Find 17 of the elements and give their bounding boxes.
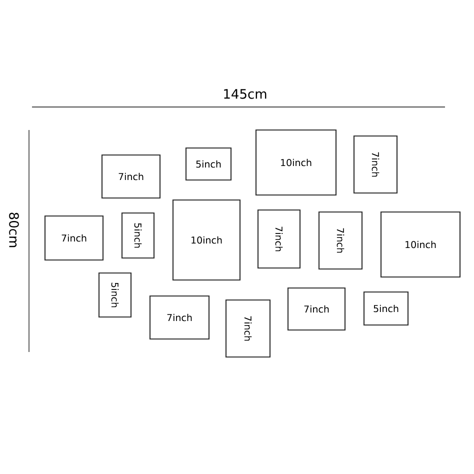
frame-box: 7inch <box>149 295 210 340</box>
frame-box: 7inch <box>287 287 346 331</box>
frame-box: 5inch <box>363 291 409 326</box>
frame-box: 7inch <box>225 299 271 358</box>
frame-box: 5inch <box>121 212 155 259</box>
frame-box: 7inch <box>318 211 363 270</box>
frame-box: 5inch <box>185 147 232 181</box>
frame-box: 7inch <box>101 154 161 199</box>
frame-box: 10inch <box>172 199 241 281</box>
frame-box: 10inch <box>255 129 337 196</box>
frame-box: 10inch <box>380 211 461 278</box>
dimension-label: 145cm <box>224 89 266 99</box>
frame-box: 7inch <box>44 215 104 261</box>
dimension-label: 80cm <box>9 212 19 248</box>
frame-box: 7inch <box>353 135 398 194</box>
frame-box: 7inch <box>257 209 301 269</box>
frame-box: 5inch <box>98 272 132 318</box>
